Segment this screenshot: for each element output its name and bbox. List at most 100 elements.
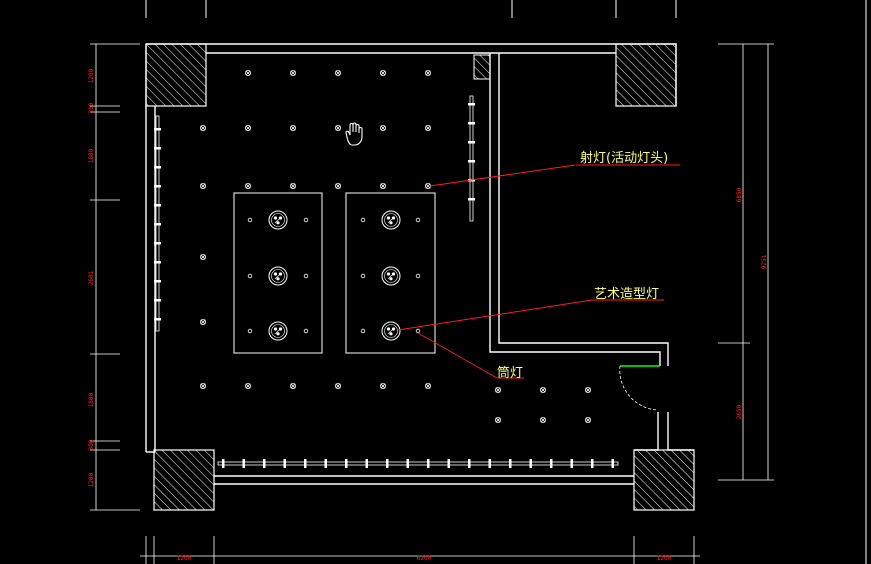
bottom-dimension: 1200 6200 1200 <box>140 536 700 564</box>
track-spot-marker <box>529 459 532 468</box>
track-spot-marker <box>154 185 161 188</box>
ceiling-light-icon <box>289 70 297 76</box>
dim-left-3: 1800 <box>88 148 95 163</box>
ceiling-light-icon <box>244 125 252 132</box>
track-spot-marker <box>468 160 475 163</box>
ceiling-light-icon <box>334 382 342 390</box>
ceiling-light-icon <box>244 70 252 76</box>
small-light-icon <box>247 273 253 279</box>
room-walls <box>145 43 694 485</box>
track-spot-marker <box>154 223 161 226</box>
dim-right-lower: 2650 <box>736 404 743 419</box>
ceiling-light-icon <box>334 70 342 76</box>
ceiling-light-icon <box>289 182 297 190</box>
ceiling-light-icon <box>585 416 591 424</box>
small-light-icon <box>360 328 366 334</box>
left-dimension: 1200 300 1800 2601 1800 300 1200 <box>88 43 140 511</box>
track-spot-marker <box>304 459 307 468</box>
table-small-lights <box>247 217 421 334</box>
track-spot-marker <box>154 299 161 302</box>
dim-bottom-1: 1200 <box>177 555 192 562</box>
ceiling-light-icon <box>289 382 297 390</box>
small-light-icon <box>360 217 366 223</box>
display-tables <box>233 192 436 354</box>
track-spot-marker <box>154 147 161 150</box>
small-light-icon <box>360 273 366 279</box>
small-light-icon <box>247 328 253 334</box>
small-light-icon <box>303 273 309 279</box>
ceiling-light-icon <box>379 70 387 76</box>
track-spot-marker <box>154 261 161 264</box>
small-light-icon <box>415 328 421 334</box>
dim-bottom-2: 6200 <box>417 555 432 562</box>
ceiling-light-icon <box>379 125 387 132</box>
ceiling-light-icon <box>540 416 546 424</box>
track-spot-marker <box>242 459 245 468</box>
track-spot-marker <box>427 459 430 468</box>
track-spot-marker <box>468 103 475 106</box>
track-spot-marker <box>488 459 491 468</box>
small-light-icon <box>247 217 253 223</box>
art-lamp-icon <box>381 266 401 286</box>
track-spot-marker <box>468 198 475 201</box>
track-spot-marker <box>386 459 389 468</box>
downlight-grid <box>199 70 591 424</box>
track-spot-marker <box>468 141 475 144</box>
label-art-light: 艺术造型灯 <box>594 287 659 302</box>
top-edge-lines <box>145 0 867 564</box>
ceiling-light-icon <box>424 70 432 76</box>
light-tracks <box>154 95 619 468</box>
door <box>619 365 660 411</box>
track-spot-marker <box>263 459 266 468</box>
art-lamp-group <box>268 210 401 341</box>
ceiling-light-icon <box>494 416 502 424</box>
art-lamp-icon <box>268 266 288 286</box>
ceiling-light-icon <box>244 382 252 390</box>
ceiling-light-icon <box>244 182 252 190</box>
ceiling-light-icon <box>540 386 546 394</box>
track-spot-marker <box>345 459 348 468</box>
track-spot-marker <box>550 459 553 468</box>
track-spot-marker <box>154 242 161 245</box>
ceiling-light-icon <box>199 382 207 390</box>
track-spot-marker <box>154 128 161 131</box>
small-light-icon <box>303 217 309 223</box>
ceiling-light-icon <box>379 182 387 190</box>
structural-columns <box>145 43 695 511</box>
track-spot-marker <box>154 166 161 169</box>
small-light-icon <box>415 273 421 279</box>
track-spot-marker <box>591 459 594 468</box>
ceiling-light-icon <box>494 386 502 394</box>
track-spot-marker <box>324 459 327 468</box>
track-spot-marker <box>154 318 161 321</box>
hand-cursor-icon <box>345 122 363 146</box>
ceiling-light-icon <box>334 182 342 190</box>
track-spot-marker <box>570 459 573 468</box>
right-dimension: 6850 2650 9251 <box>718 43 774 481</box>
dim-left-4: 2601 <box>88 270 95 285</box>
label-spotlight: 射灯(活动灯头) <box>580 150 668 166</box>
track-spot-marker <box>447 459 450 468</box>
track-spot-marker <box>468 459 471 468</box>
dim-left-7: 1200 <box>88 472 95 487</box>
dim-left-2: 300 <box>88 102 95 113</box>
ceiling-light-icon <box>424 182 432 190</box>
art-lamp-icon <box>381 321 401 341</box>
track-spot-marker <box>283 459 286 468</box>
dim-left-6: 300 <box>88 439 95 450</box>
dim-bottom-3: 1200 <box>657 555 672 562</box>
art-lamp-icon <box>268 210 288 230</box>
dim-left-1: 1200 <box>88 68 95 83</box>
art-lamp-icon <box>268 321 288 341</box>
ceiling-light-icon <box>199 182 207 190</box>
ceiling-light-icon <box>199 125 207 132</box>
dim-right-upper: 6850 <box>736 187 743 202</box>
track-spot-marker <box>406 459 409 468</box>
ceiling-light-icon <box>424 382 432 390</box>
dim-left-5: 1800 <box>88 392 95 407</box>
track-spot-marker <box>365 459 368 468</box>
ceiling-light-icon <box>424 125 432 132</box>
label-downlight: 筒灯 <box>497 365 523 381</box>
dim-right-total: 9251 <box>761 254 768 269</box>
